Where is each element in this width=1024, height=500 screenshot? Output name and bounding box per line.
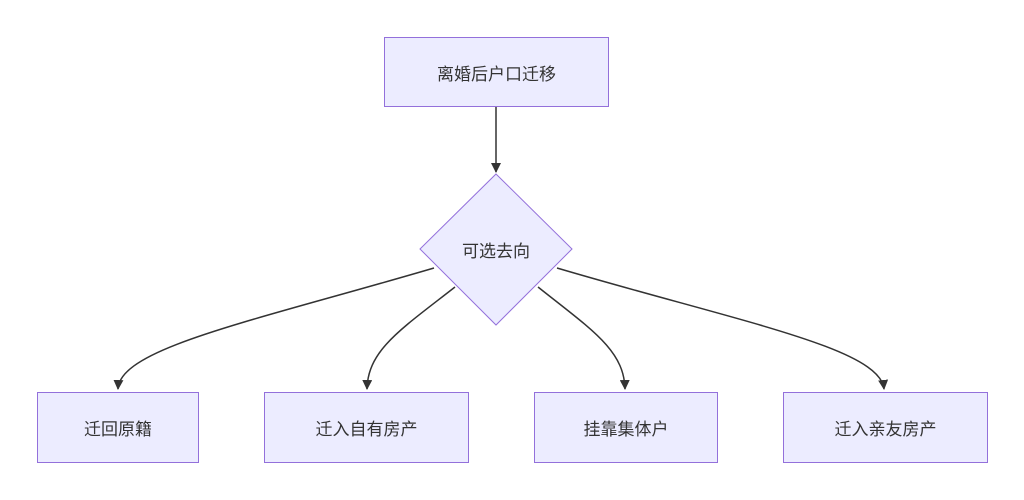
node-root[interactable]: 离婚后户口迁移 — [384, 37, 609, 107]
node-option1-label: 迁回原籍 — [84, 420, 152, 440]
node-root-label: 离婚后户口迁移 — [437, 64, 556, 85]
node-option2[interactable]: 迁入自有房产 — [264, 392, 469, 463]
node-decision-label: 可选去向 — [462, 241, 530, 262]
node-option4-label: 迁入亲友房产 — [834, 420, 937, 440]
node-option4[interactable]: 迁入亲友房产 — [783, 392, 988, 463]
node-option1[interactable]: 迁回原籍 — [37, 392, 199, 463]
node-option3[interactable]: 挂靠集体户 — [534, 392, 718, 463]
edge-decision-to-option3 — [537, 286, 630, 390]
node-option3-label: 挂靠集体户 — [583, 420, 669, 440]
decision-diamond[interactable] — [419, 173, 573, 326]
node-option2-label: 迁入自有房产 — [315, 420, 418, 440]
node-decision-label-wrap: 可选去向 — [436, 234, 556, 264]
edge-decision-to-option1 — [113, 267, 435, 390]
edge-decision-to-option4 — [556, 267, 889, 390]
edge-decision-to-option2 — [362, 286, 456, 390]
